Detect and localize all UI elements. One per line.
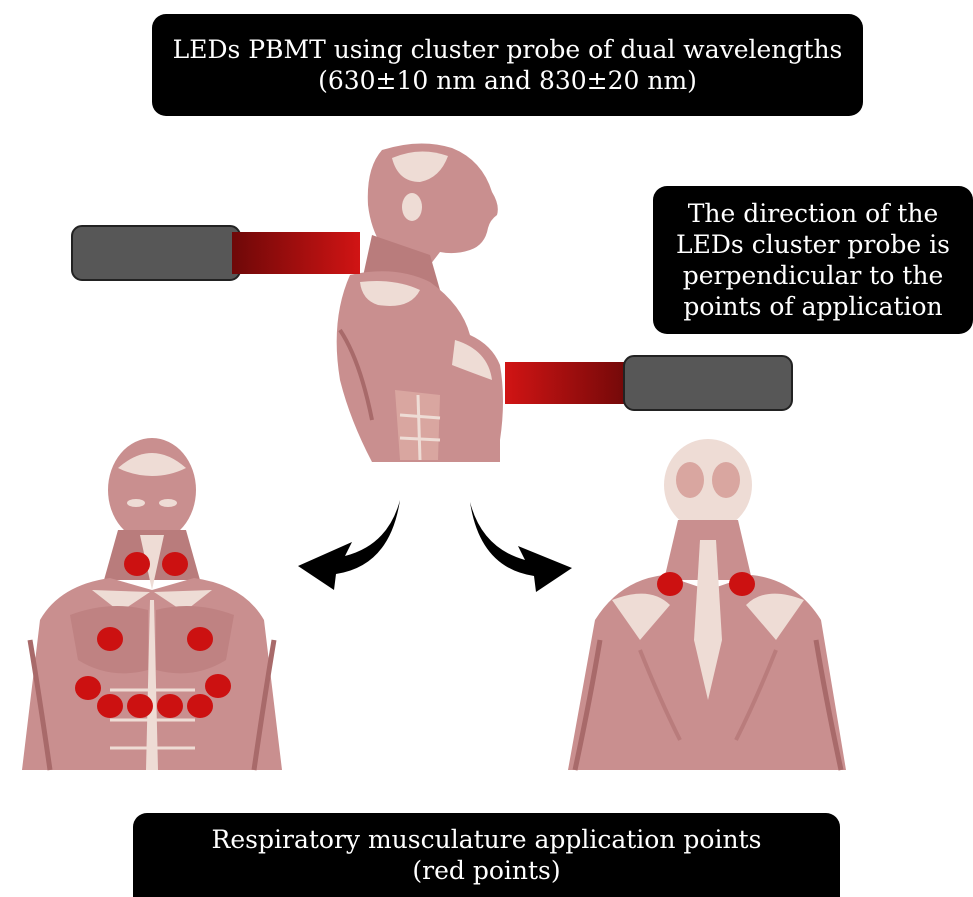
caption-line-1: Respiratory musculature application poin… bbox=[212, 824, 762, 855]
application-point bbox=[162, 552, 188, 576]
curved-arrow-icon bbox=[298, 500, 400, 590]
direction-note-box: The direction of the LEDs cluster probe … bbox=[653, 186, 973, 334]
direction-line-2: LEDs cluster probe is bbox=[676, 229, 950, 260]
application-point bbox=[205, 674, 231, 698]
application-point bbox=[187, 627, 213, 651]
application-point bbox=[97, 627, 123, 651]
application-point bbox=[729, 572, 755, 596]
led-probe-icon bbox=[505, 356, 792, 410]
led-probe-icon bbox=[72, 226, 360, 280]
application-point bbox=[75, 676, 101, 700]
application-point bbox=[187, 694, 213, 718]
human-profile-icon bbox=[337, 143, 503, 462]
back-torso-icon bbox=[568, 439, 846, 770]
application-point bbox=[657, 572, 683, 596]
caption-line-2: (red points) bbox=[412, 855, 560, 886]
application-point bbox=[127, 694, 153, 718]
front-torso-icon bbox=[22, 438, 282, 770]
application-point bbox=[124, 552, 150, 576]
direction-line-4: points of application bbox=[683, 291, 942, 322]
title-line-2: (630±10 nm and 830±20 nm) bbox=[318, 65, 697, 96]
curved-arrow-icon bbox=[470, 502, 572, 592]
direction-line-1: The direction of the bbox=[688, 198, 939, 229]
application-point bbox=[157, 694, 183, 718]
application-point bbox=[97, 694, 123, 718]
title-line-1: LEDs PBMT using cluster probe of dual wa… bbox=[173, 34, 843, 65]
title-box: LEDs PBMT using cluster probe of dual wa… bbox=[152, 14, 863, 116]
direction-line-3: perpendicular to the bbox=[683, 260, 944, 291]
application-points-caption: Respiratory musculature application poin… bbox=[133, 813, 840, 897]
